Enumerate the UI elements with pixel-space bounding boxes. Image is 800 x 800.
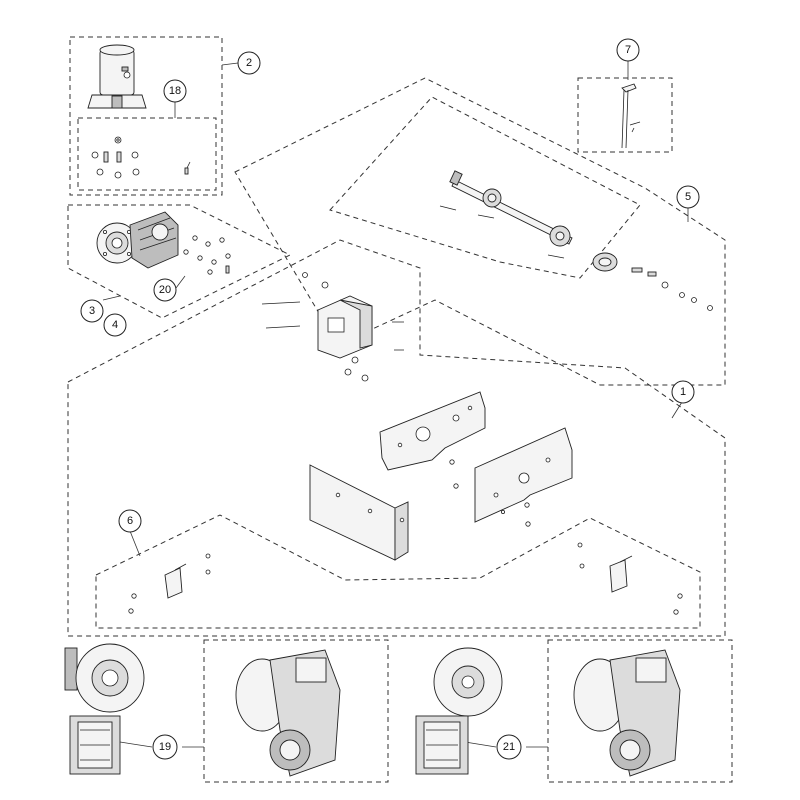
callout-4: 4: [103, 313, 127, 337]
shaft-assembly: [439, 170, 713, 311]
callout-5: 5: [676, 185, 700, 209]
callout-1: 1: [671, 380, 695, 404]
callout-19-label: 19: [159, 741, 171, 753]
callout-3: 3: [80, 299, 104, 323]
boundary-gearbox-3: [67, 204, 292, 319]
side-plate-upper: [379, 391, 486, 471]
hardware-kit-18: [91, 136, 191, 179]
callout-6-label: 6: [127, 515, 133, 527]
hardware-kit-20: [183, 235, 231, 275]
boundary-alt-gearbox-19: [203, 639, 389, 783]
callouts: 2 18 7 5 20 3 4 1: [80, 38, 700, 760]
boundary-hardware-18: [77, 117, 217, 191]
leader-lines: [102, 61, 689, 748]
callout-20: 20: [153, 278, 177, 302]
callout-2: 2: [237, 51, 261, 75]
sprocket-upper: [482, 188, 502, 208]
callout-5-label: 5: [685, 191, 691, 203]
boundary-handle-7: [577, 77, 673, 153]
callout-21: 21: [496, 734, 522, 760]
alt-gearbox-19-iso: [235, 649, 341, 777]
callout-19: 19: [152, 734, 178, 760]
alt-gearbox-19-front: [64, 643, 145, 775]
mounting-plate-bracket: [261, 272, 404, 382]
callout-18-label: 18: [169, 85, 181, 97]
motor-assembly: [87, 44, 147, 109]
alt-gearbox-21-iso: [573, 649, 681, 777]
callout-7-label: 7: [625, 44, 631, 56]
gearbox-assembly: [96, 211, 179, 269]
callout-7: 7: [616, 38, 640, 62]
callout-1-label: 1: [680, 386, 686, 398]
boundary-motor-2: [69, 36, 223, 196]
boundary-frame-1: [67, 239, 726, 637]
callout-3-label: 3: [89, 305, 95, 317]
base-bracket: [309, 464, 409, 561]
callout-18: 18: [163, 79, 187, 103]
drive-hub: [592, 252, 618, 272]
boundary-shaft-5: [234, 77, 726, 386]
crank-handle: [621, 83, 641, 149]
alt-gearbox-21-front: [415, 647, 503, 775]
callout-20-label: 20: [159, 284, 171, 296]
frame-small-hardware: [449, 459, 583, 548]
boundary-shaft-inner: [329, 96, 641, 279]
foot-brackets: [128, 553, 683, 615]
boundary-alt-gearbox-21: [547, 639, 733, 783]
side-plate-lower: [474, 427, 573, 523]
boundary-brackets-6: [95, 514, 701, 629]
callout-2-label: 2: [246, 57, 252, 69]
sprocket-lower: [549, 225, 571, 247]
callout-21-label: 21: [503, 741, 515, 753]
callout-4-label: 4: [112, 319, 118, 331]
callout-6: 6: [118, 509, 142, 533]
